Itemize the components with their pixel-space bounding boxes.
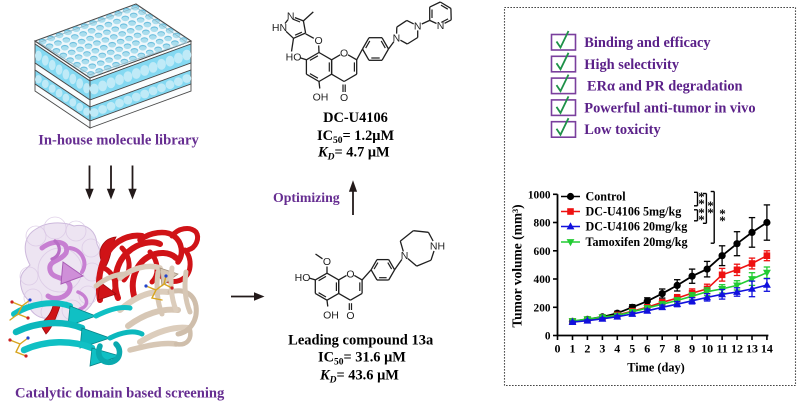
- svg-text:Control: Control: [586, 190, 627, 204]
- svg-text:N: N: [414, 20, 422, 32]
- svg-text:N: N: [401, 250, 409, 262]
- svg-text:0: 0: [555, 342, 561, 356]
- svg-text:N: N: [437, 20, 445, 32]
- svg-text:*: *: [707, 205, 714, 220]
- svg-text:Catalytic domain based screeni: Catalytic domain based screening: [15, 386, 225, 402]
- svg-text:N: N: [393, 33, 401, 45]
- svg-text:NH: NH: [430, 240, 445, 252]
- svg-text:600: 600: [534, 246, 551, 258]
- svg-text:O: O: [340, 92, 348, 104]
- svg-text:Binding and efficacy: Binding and efficacy: [584, 35, 711, 51]
- svg-text:4: 4: [614, 342, 620, 356]
- svg-text:In-house molecule library: In-house molecule library: [38, 133, 199, 149]
- svg-text:11: 11: [716, 342, 727, 356]
- svg-text:HO: HO: [295, 272, 311, 284]
- svg-text:2: 2: [584, 342, 590, 356]
- svg-text:High selectivity: High selectivity: [584, 57, 680, 73]
- svg-text:1000: 1000: [528, 189, 551, 201]
- svg-text:OH: OH: [313, 92, 329, 104]
- svg-text:O: O: [315, 35, 323, 47]
- svg-text:*: *: [698, 205, 705, 220]
- svg-text:Optimizing: Optimizing: [273, 190, 340, 205]
- svg-text:8: 8: [674, 342, 680, 356]
- svg-text:DC-U4106 20mg/kg: DC-U4106 20mg/kg: [586, 220, 688, 234]
- svg-text:O: O: [323, 256, 331, 268]
- svg-text:KD= 4.7 μM: KD= 4.7 μM: [317, 145, 390, 163]
- svg-text:*: *: [719, 213, 726, 228]
- svg-text:DC-U4106 5mg/kg: DC-U4106 5mg/kg: [586, 205, 682, 219]
- svg-text:Time (day): Time (day): [627, 360, 685, 374]
- svg-text:Tumor volume (mm³): Tumor volume (mm³): [510, 204, 525, 327]
- svg-text:OH: OH: [323, 310, 339, 322]
- svg-text:3: 3: [599, 342, 605, 356]
- svg-text:O: O: [346, 268, 354, 280]
- svg-text:800: 800: [534, 218, 551, 230]
- svg-text:Tamoxifen 20mg/kg: Tamoxifen 20mg/kg: [586, 235, 688, 249]
- svg-text:1: 1: [570, 342, 576, 356]
- svg-text:5: 5: [629, 342, 635, 356]
- svg-text:400: 400: [534, 274, 551, 286]
- svg-text:*: *: [707, 198, 714, 213]
- svg-text:14: 14: [761, 342, 773, 356]
- svg-text:9: 9: [689, 342, 695, 356]
- svg-text:0: 0: [545, 331, 551, 343]
- svg-text:6: 6: [644, 342, 650, 356]
- svg-text:ERα and PR degradation: ERα and PR degradation: [587, 79, 743, 95]
- svg-text:DC-U4106: DC-U4106: [323, 110, 388, 126]
- svg-text:*: *: [698, 212, 705, 227]
- svg-text:*: *: [719, 206, 726, 221]
- svg-text:200: 200: [534, 302, 551, 314]
- svg-text:O: O: [346, 310, 354, 322]
- svg-text:KD= 43.6 μM: KD= 43.6 μM: [319, 367, 399, 385]
- svg-text:13: 13: [746, 342, 758, 356]
- svg-text:10: 10: [701, 342, 713, 356]
- svg-text:O: O: [340, 48, 348, 60]
- svg-text:Powerful anti-tumor in vivo: Powerful anti-tumor in vivo: [584, 100, 755, 116]
- svg-text:HO: HO: [286, 52, 302, 64]
- svg-text:7: 7: [659, 342, 665, 356]
- svg-text:*: *: [698, 189, 705, 204]
- svg-text:HN: HN: [272, 22, 287, 34]
- svg-text:N: N: [287, 11, 295, 23]
- svg-text:*: *: [698, 196, 705, 211]
- svg-text:12: 12: [731, 342, 743, 356]
- svg-text:IC50= 1.2μM: IC50= 1.2μM: [317, 128, 394, 146]
- svg-text:IC50= 31.6 μM: IC50= 31.6 μM: [318, 350, 406, 368]
- svg-text:Leading compound 13a: Leading compound 13a: [288, 333, 434, 349]
- svg-text:Low toxicity: Low toxicity: [584, 122, 661, 138]
